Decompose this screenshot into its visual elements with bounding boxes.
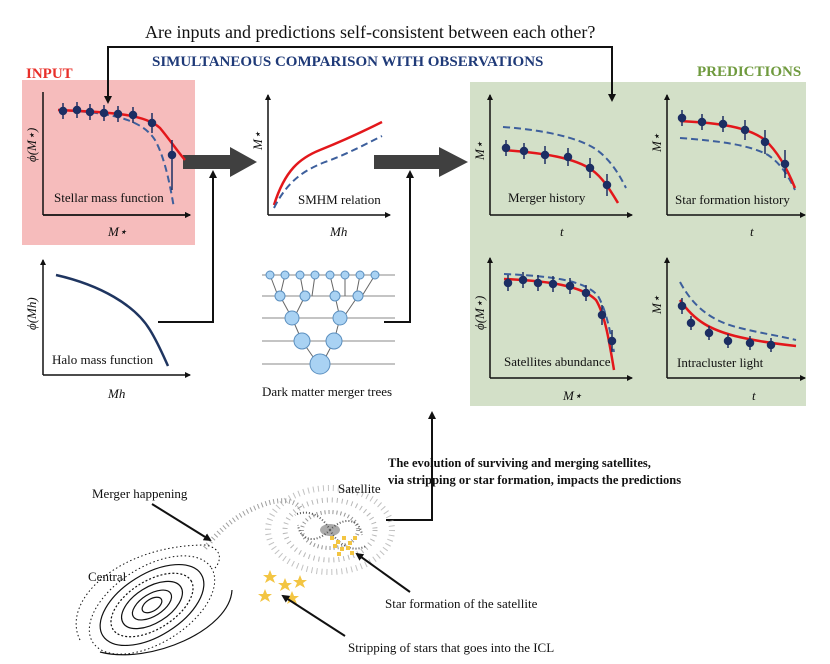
comparison-title: SIMULTANEOUS COMPARISON WITH OBSERVATION… [152, 54, 543, 70]
x-axis-label: Mh [329, 224, 347, 239]
stripped-stars [258, 570, 307, 604]
merger-pointer [151, 503, 212, 542]
observed-curve-dashed [273, 135, 383, 209]
satellites-abundance-panel: ϕ(M⋆) M⋆ Satellites abundance [472, 257, 633, 403]
halo-to-flow-connector [158, 170, 217, 323]
data-points [501, 140, 612, 196]
star-formation-history-panel: M⋆ t Star formation history [649, 94, 806, 239]
model-curve [272, 120, 383, 206]
panel-caption: Satellites abundance [504, 354, 611, 369]
model-curve [57, 108, 186, 161]
y-axis-label: M⋆ [250, 131, 265, 151]
top-question: Are inputs and predictions self-consiste… [145, 22, 595, 42]
observed-curve-dashed [503, 273, 615, 353]
panel-caption: Star formation history [675, 192, 790, 207]
central-label: Central [88, 569, 127, 584]
panel-caption: Stellar mass function [54, 190, 164, 205]
observed-curve-dashed [679, 137, 796, 191]
data-points [677, 110, 790, 178]
model-curve [678, 299, 797, 348]
x-axis-label: t [560, 224, 564, 239]
x-axis-label: t [752, 388, 756, 403]
flow-arrow-input-to-smhm [183, 147, 257, 177]
tree-halo-nodes [265, 270, 380, 375]
stellar-stream [203, 498, 303, 550]
star-formation-label: Star formation of the satellite [385, 596, 538, 611]
predictions-panel-background [470, 82, 806, 406]
input-panel-background [22, 80, 195, 245]
evolution-to-predictions-connector [386, 411, 436, 521]
stellar-mass-function-panel: ϕ(M⋆) M⋆ Stellar mass function [24, 92, 190, 239]
input-label: INPUT [26, 66, 73, 82]
predictions-label: PREDICTIONS [697, 64, 801, 80]
stripping-pointer [281, 594, 346, 637]
central-galaxy-illustration [75, 544, 233, 656]
intracluster-light-panel: M⋆ t Intracluster light [649, 257, 806, 403]
merger-happening-label: Merger happening [92, 486, 188, 501]
y-axis-label: M⋆ [649, 133, 664, 153]
data-points [503, 272, 617, 352]
panel-caption: Merger history [508, 190, 586, 205]
panel-caption: Halo mass function [52, 352, 154, 367]
halo-mass-function-panel: ϕ(Mh) Mh Halo mass function [24, 259, 191, 401]
y-axis-label: ϕ(Mh) [24, 297, 39, 330]
satellite-label: Satellite [338, 481, 381, 496]
stripping-label: Stripping of stars that goes into the IC… [348, 640, 554, 655]
x-axis-label: Mh [107, 386, 125, 401]
data-points [58, 102, 177, 190]
panel-caption: Dark matter merger trees [262, 384, 392, 399]
star-formation-region [330, 536, 357, 556]
satellite-galaxy-illustration [265, 485, 395, 575]
x-axis-label: t [750, 224, 754, 239]
panel-caption: Intracluster light [677, 355, 764, 370]
observed-curve-dashed [679, 281, 797, 341]
y-axis-label: M⋆ [472, 141, 487, 161]
x-axis-label: M⋆ [562, 388, 582, 403]
y-axis-label: M⋆ [649, 295, 664, 315]
evolution-note-line1: The evolution of surviving and merging s… [388, 456, 651, 470]
y-axis-label: ϕ(M⋆) [472, 296, 487, 330]
smhm-relation-panel: M⋆ Mh SMHM relation [250, 94, 391, 239]
trees-to-flow-connector [384, 170, 414, 323]
flow-arrow-smhm-to-predictions [374, 147, 468, 177]
halo-curve [55, 273, 170, 367]
star-formation-pointer [355, 552, 411, 593]
merger-trees-panel: Dark matter merger trees [262, 270, 395, 399]
x-axis-label: M⋆ [107, 224, 127, 239]
data-points [677, 298, 776, 352]
evolution-note-line2: via stripping or star formation, impacts… [388, 473, 681, 487]
merger-history-panel: M⋆ t Merger history [472, 94, 633, 239]
panel-caption: SMHM relation [298, 192, 381, 207]
y-axis-label: ϕ(M⋆) [24, 128, 39, 162]
